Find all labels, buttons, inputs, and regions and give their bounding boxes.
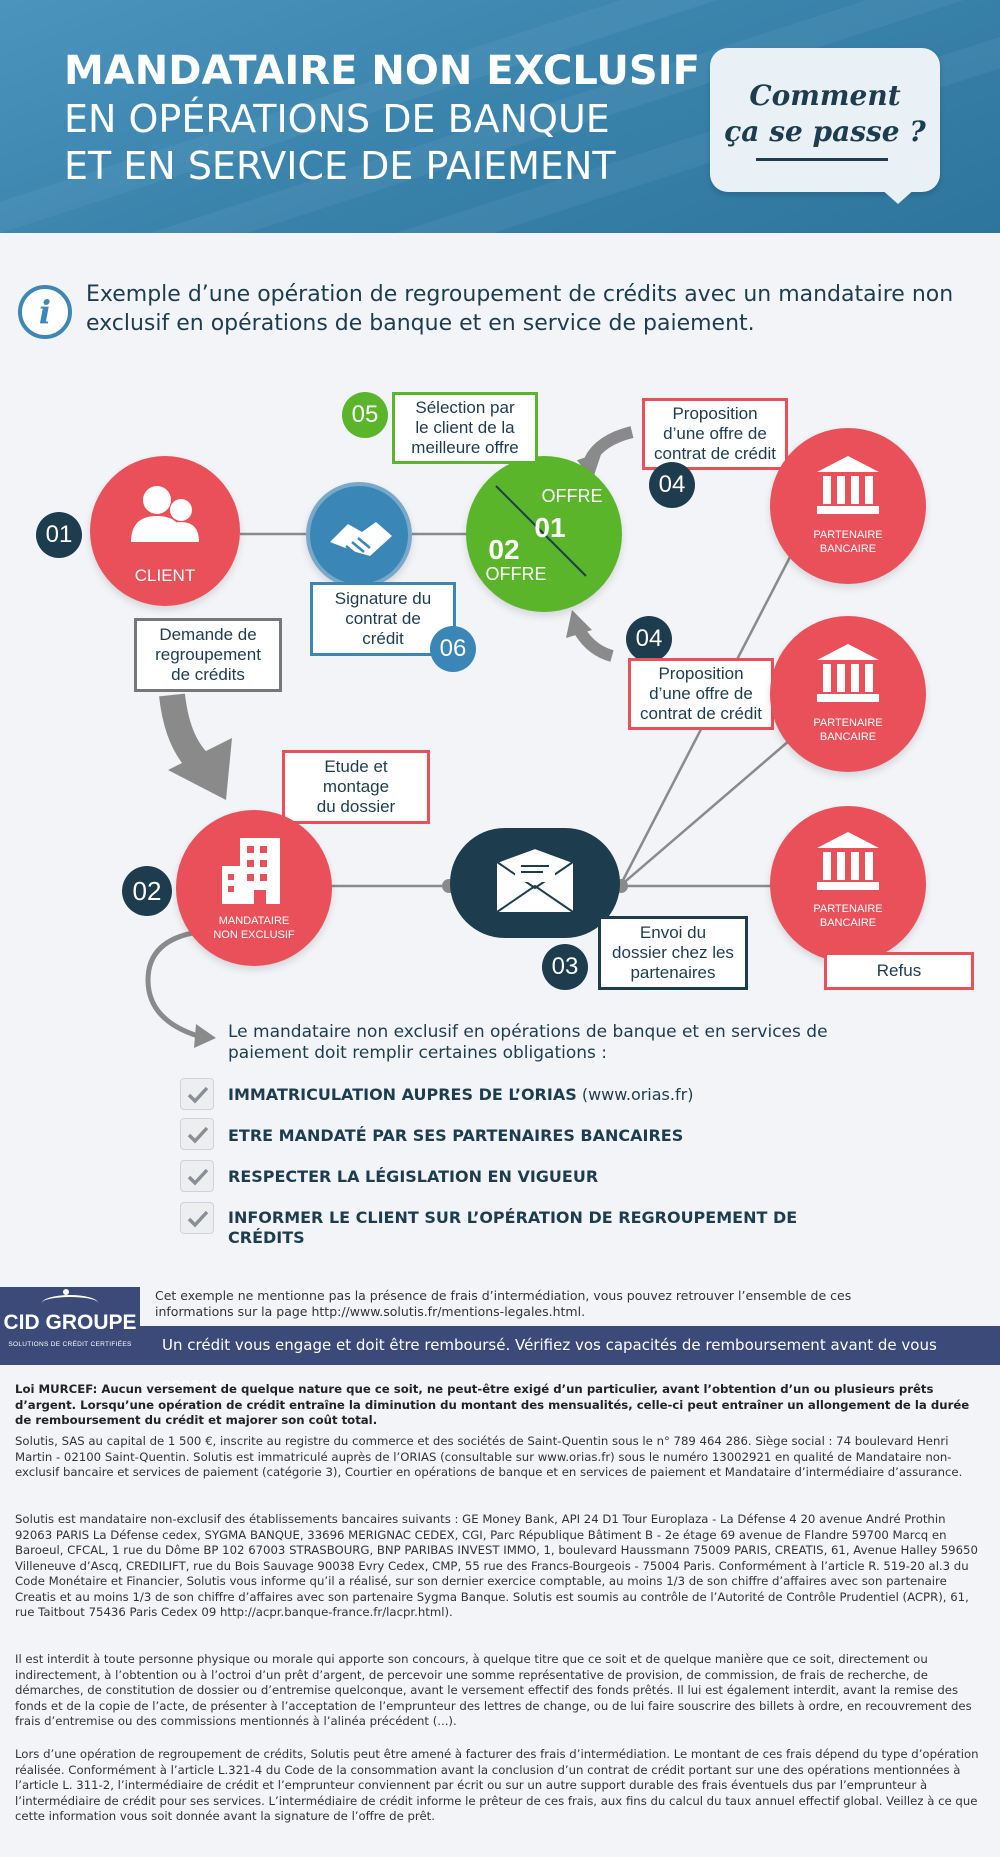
step-number-03: 03 [542, 944, 588, 990]
proposition-box-mid: Proposition d’une offre de contrat de cr… [628, 658, 774, 730]
cid-groupe-logo: CID GROUPE SOLUTIONS DE CRÉDIT CERTIFIÉE… [0, 1287, 140, 1365]
obligation-item-1: IMMATRICULATION AUPRES DE L’ORIAS (www.o… [228, 1085, 694, 1104]
offre1-word: OFFRE [541, 486, 603, 506]
header-banner: MANDATAIRE NON EXCLUSIF EN OPÉRATIONS DE… [0, 0, 1000, 233]
mention-note: Cet exemple ne mentionne pas la présence… [155, 1288, 852, 1319]
bank-icon [817, 832, 879, 890]
offre-circle: OFFRE 01 02 OFFRE [466, 456, 622, 612]
offre1-number: 01 [534, 512, 566, 543]
step-number-04-mid: 04 [626, 616, 672, 662]
logo-arc [42, 1295, 98, 1311]
offre-divider [495, 485, 587, 577]
legal-paragraph-3: Il est interdit à toute personne physiqu… [15, 1652, 972, 1728]
title-line-1: MANDATAIRE NON EXCLUSIF [64, 48, 700, 94]
step-number-05: 05 [342, 392, 388, 438]
check-icon [180, 1078, 214, 1110]
obligations-intro: Le mandataire non exclusif en opérations… [228, 1022, 828, 1063]
logo-dot [63, 1289, 69, 1295]
bubble-tail [880, 188, 916, 204]
check-icon [180, 1202, 214, 1234]
logo-sub-text: SOLUTIONS DE CRÉDIT CERTIFIÉES [8, 1341, 132, 1348]
people-icon [131, 486, 199, 542]
legal-murcef: Loi MURCEF: Aucun versement de quelque n… [15, 1382, 970, 1427]
check-icon [180, 1160, 214, 1192]
selection-box: Sélection par le client de la meilleure … [392, 392, 538, 464]
offre2-word: OFFRE [485, 564, 547, 584]
handshake-circle [306, 482, 412, 588]
envelope-node [450, 828, 620, 938]
step-number-04-top: 04 [649, 462, 695, 508]
envelope-icon [495, 848, 575, 913]
bubble-text: Comment ça se passe ? [724, 79, 926, 148]
building-icon [222, 838, 280, 904]
bubble-underline [756, 158, 888, 161]
envoi-box: Envoi du dossier chez les partenaires [598, 916, 748, 990]
demande-box: Demande de regroupement de crédits [134, 618, 282, 692]
step-number-02: 02 [122, 866, 172, 916]
legal-paragraph-4: Lors d’une opération de regroupement de … [15, 1747, 979, 1823]
bank-icon [817, 644, 879, 702]
info-icon: i [18, 285, 72, 339]
title-line-3: ET EN SERVICE DE PAIEMENT [64, 144, 616, 188]
intro-text: Exemple d’une opération de regroupement … [86, 282, 954, 336]
proposition-box-top: Proposition d’une offre de contrat de cr… [642, 398, 788, 470]
offre2-number: 02 [488, 534, 520, 565]
obligation-item-3: RESPECTER LA LÉGISLATION EN VIGUEUR [228, 1167, 599, 1186]
handshake-icon [330, 522, 392, 557]
obligation-item-2: ETRE MANDATÉ PAR SES PARTENAIRES BANCAIR… [228, 1126, 684, 1145]
title-line-2: EN OPÉRATIONS DE BANQUE [64, 97, 610, 141]
bank-icon [817, 456, 879, 514]
speech-bubble: Comment ça se passe ? [710, 48, 940, 192]
step-number-01: 01 [36, 512, 82, 558]
client-circle: CLIENT [90, 456, 240, 606]
legal-paragraph-1: Solutis, SAS au capital de 1 500 €, insc… [15, 1434, 963, 1479]
etude-box: Etude et montage du dossier [282, 750, 430, 824]
obligation-item-4: INFORMER LE CLIENT SUR L’OPÉRATION DE RE… [228, 1208, 798, 1247]
credit-warning: Un crédit vous engage et doit être rembo… [140, 1326, 1000, 1393]
step-number-06: 06 [430, 626, 476, 672]
refus-box: Refus [824, 952, 974, 990]
client-label: CLIENT [134, 566, 196, 585]
logo-main-text: CID GROUPE [3, 1311, 137, 1334]
legal-paragraph-2: Solutis est mandataire non-exclusif des … [15, 1512, 978, 1619]
check-icon [180, 1118, 214, 1150]
